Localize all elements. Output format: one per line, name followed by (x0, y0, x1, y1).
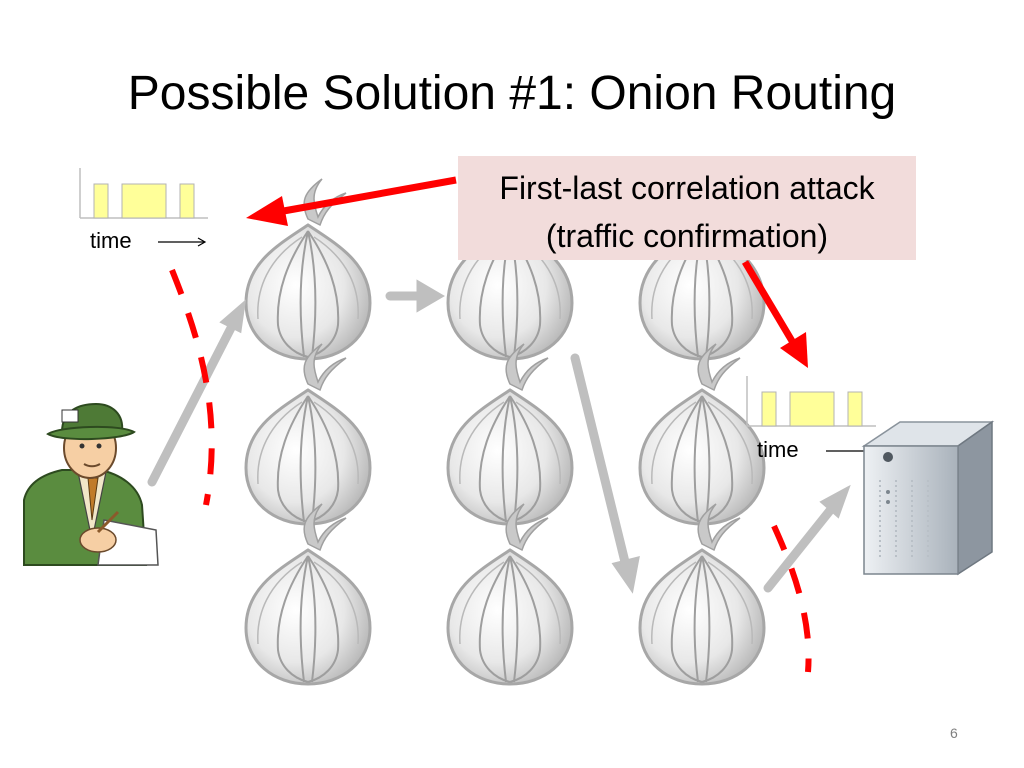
onion-icon (638, 502, 766, 686)
callout-line-2: (traffic confirmation) (545, 218, 829, 254)
flow-arrow (147, 299, 247, 487)
attack-callout: First-last correlation attack (traffic c… (458, 156, 916, 260)
callout-line-1: First-last correlation attack (499, 170, 875, 206)
slide-title: Possible Solution #1: Onion Routing (127, 67, 897, 120)
onion-icon (446, 502, 574, 686)
observation-dashed-line-left (169, 268, 215, 506)
traffic-burst (93, 183, 109, 219)
circuit-path (147, 279, 851, 594)
onion-icon (244, 342, 372, 526)
observation-dashed-line-right (771, 524, 812, 673)
traffic-burst (179, 183, 195, 219)
timing-chart-left (79, 168, 208, 247)
traffic-burst (121, 183, 167, 219)
traffic-burst (789, 391, 835, 427)
time-axis-arrow (158, 237, 207, 247)
page-number: 6 (950, 725, 958, 741)
relay-column-1 (244, 177, 372, 686)
flow-arrow (385, 279, 445, 313)
attack-arrow-left (246, 176, 457, 226)
attack-arrow-right (741, 260, 808, 368)
onion-icon (638, 342, 766, 526)
reporter-icon (23, 402, 159, 566)
flow-arrow (570, 353, 640, 594)
onion-icon (244, 502, 372, 686)
timing-chart-right (746, 376, 876, 456)
traffic-burst (847, 391, 863, 427)
traffic-burst (761, 391, 777, 427)
flow-arrow (763, 484, 851, 593)
time-label-right: time (757, 437, 799, 462)
onion-icon (446, 342, 574, 526)
server-icon (861, 420, 995, 576)
time-label-left: time (90, 228, 132, 253)
